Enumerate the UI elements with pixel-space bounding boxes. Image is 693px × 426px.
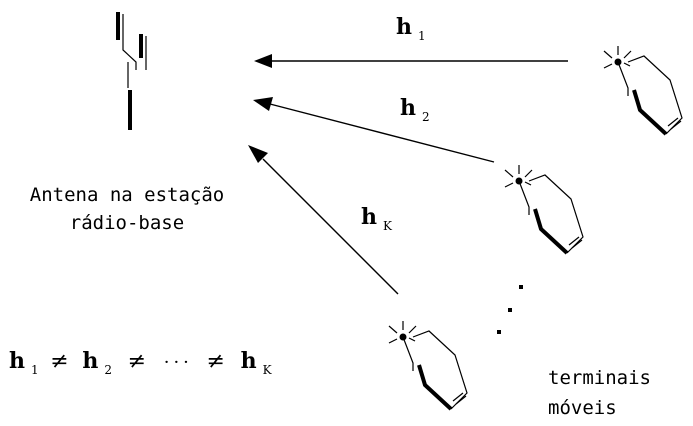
equation-term-subscript: K [262, 363, 272, 377]
equation-term-symbol: h [82, 348, 99, 374]
not-equal-operator: ≠ [206, 349, 225, 374]
base-station-antenna-icon [116, 12, 147, 130]
terminals-ellipsis [497, 285, 523, 334]
channel-arrow-2 [253, 97, 495, 163]
equation-term-subscript: 1 [31, 363, 39, 377]
channel-subscript: K [383, 219, 392, 233]
equation-term-symbol: h [240, 348, 257, 374]
channel-symbol: h [396, 14, 412, 40]
channel-subscript: 1 [418, 29, 426, 43]
base-station-caption-line-1: Antena na estação [29, 184, 225, 206]
terminals-caption: terminais móveis [548, 366, 651, 420]
channel-arrow-k [248, 145, 399, 295]
base-station-caption: Antena na estação rádio-base [10, 183, 244, 235]
terminals-caption-line-2: móveis [548, 397, 617, 419]
equation-term-symbol: h [9, 348, 25, 374]
base-station-caption-line-2: rádio-base [69, 212, 185, 234]
channel-arrow-1 [254, 54, 568, 68]
channel-subscript: 2 [422, 110, 430, 124]
channel-symbol: h [361, 204, 377, 230]
not-equal-operator: ≠ [127, 349, 147, 374]
mobile-terminal-icon-1 [603, 46, 683, 136]
mobile-terminal-icon-k [388, 321, 468, 411]
ellipsis: ··· [163, 352, 193, 373]
mobile-terminal-icon-2 [504, 165, 584, 255]
equation-term-subscript: 2 [104, 363, 112, 377]
channel-symbol: h [400, 95, 416, 121]
terminals-caption-line-1: terminais [548, 367, 651, 389]
not-equal-operator: ≠ [50, 349, 69, 374]
